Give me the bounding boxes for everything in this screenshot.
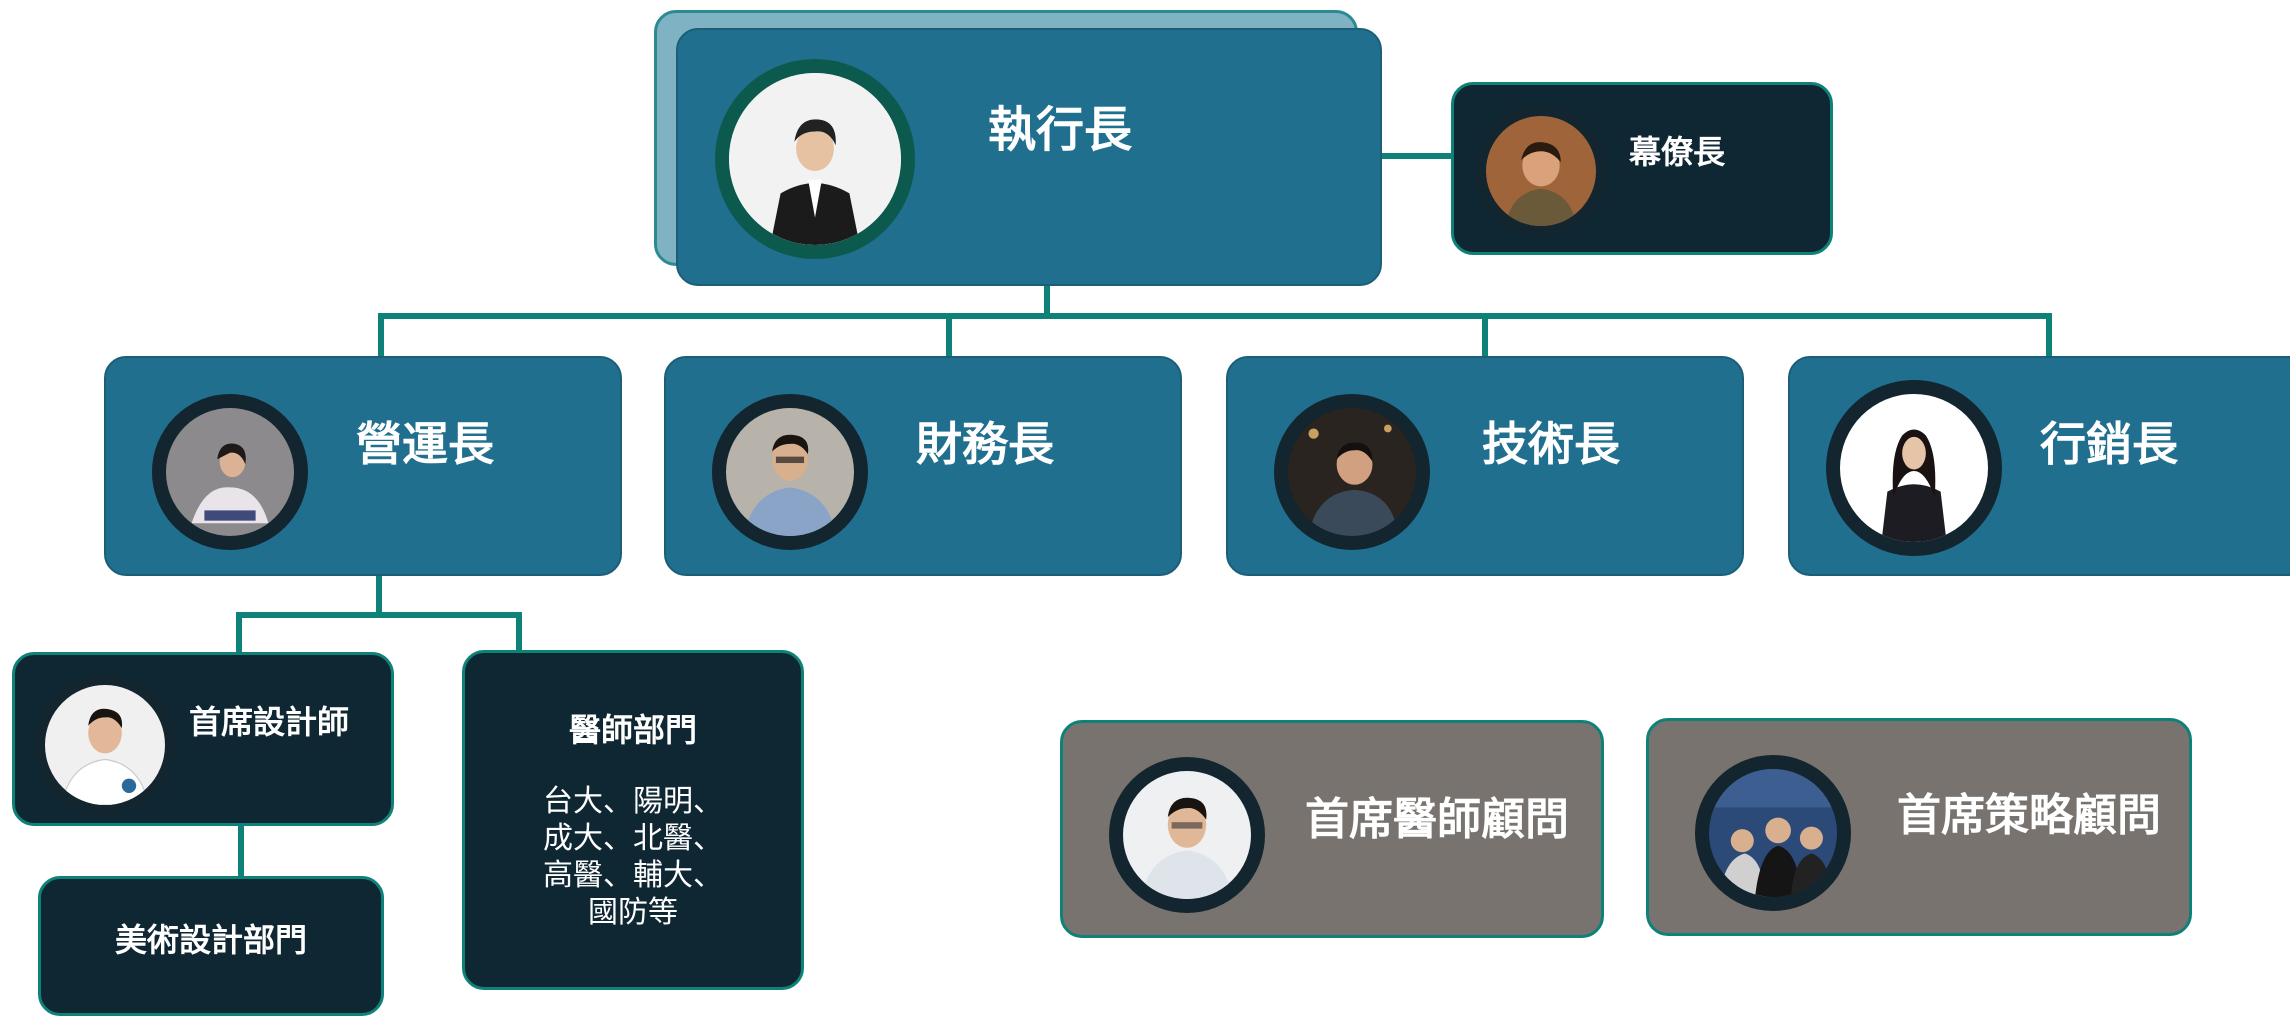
connector-coo bbox=[378, 313, 384, 359]
connector-cfo bbox=[946, 313, 952, 359]
doctor-department-line-3: 高醫、輔大、 bbox=[543, 858, 723, 893]
person-photo-icon bbox=[1123, 771, 1251, 899]
chief-designer-title: 首席設計師 bbox=[189, 703, 350, 741]
chief-of-staff-avatar bbox=[1476, 106, 1606, 236]
connector-cmo bbox=[2046, 313, 2052, 359]
connector-designer-art bbox=[238, 824, 244, 880]
connector-chiefs-horizontal bbox=[378, 313, 2052, 319]
person-photo-icon bbox=[726, 408, 854, 536]
strategy-advisor-title: 首席策略顧問 bbox=[1897, 790, 2161, 841]
cfo-title: 財務長 bbox=[916, 417, 1054, 471]
connector-ceo-staff bbox=[1380, 153, 1453, 159]
art-department-title: 美術設計部門 bbox=[114, 921, 307, 959]
cto-avatar bbox=[1274, 394, 1430, 550]
cmo-card[interactable]: 行銷長 bbox=[1788, 356, 2290, 576]
cfo-avatar bbox=[712, 394, 868, 550]
chief-designer-card[interactable]: 首席設計師 bbox=[12, 652, 394, 826]
person-photo-icon bbox=[45, 685, 165, 805]
connector-ceo-down bbox=[1044, 283, 1050, 316]
chief-of-staff-title: 幕僚長 bbox=[1629, 133, 1726, 171]
medical-advisor-avatar bbox=[1109, 757, 1265, 913]
cto-card[interactable]: 技術長 bbox=[1226, 356, 1744, 576]
strategy-advisor-card[interactable]: 首席策略顧問 bbox=[1646, 718, 2192, 936]
doctor-department-line-1: 台大、陽明、 bbox=[543, 784, 723, 819]
cmo-avatar bbox=[1826, 380, 2002, 556]
cmo-title: 行銷長 bbox=[2040, 417, 2178, 471]
connector-doctors bbox=[516, 612, 522, 654]
ceo-title: 執行長 bbox=[988, 102, 1133, 158]
person-photo-icon bbox=[729, 73, 901, 245]
ceo-avatar bbox=[715, 59, 915, 259]
person-photo-icon bbox=[1486, 116, 1596, 226]
doctor-department-title: 醫師部門 bbox=[568, 711, 697, 749]
coo-title: 營運長 bbox=[356, 417, 494, 471]
doctor-department-card[interactable]: 醫師部門 台大、陽明、 成大、北醫、 高醫、輔大、 國防等 bbox=[462, 650, 804, 990]
connector-cto bbox=[1482, 313, 1488, 359]
chief-designer-avatar bbox=[35, 675, 175, 815]
chief-of-staff-card[interactable]: 幕僚長 bbox=[1451, 82, 1833, 255]
person-photo-icon bbox=[1288, 408, 1416, 536]
person-photo-icon bbox=[1840, 394, 1988, 542]
person-photo-icon bbox=[166, 408, 294, 536]
person-photo-icon bbox=[1709, 769, 1837, 897]
cto-title: 技術長 bbox=[1482, 417, 1620, 471]
medical-advisor-card[interactable]: 首席醫師顧問 bbox=[1060, 720, 1604, 938]
art-department-card[interactable]: 美術設計部門 bbox=[38, 876, 384, 1016]
ceo-card[interactable]: 執行長 bbox=[676, 28, 1382, 286]
coo-card[interactable]: 營運長 bbox=[104, 356, 622, 576]
medical-advisor-title: 首席醫師顧問 bbox=[1305, 794, 1569, 845]
connector-coo-branch bbox=[236, 612, 522, 618]
connector-coo-down bbox=[376, 575, 382, 615]
doctor-department-line-2: 成大、北醫、 bbox=[543, 821, 723, 856]
strategy-advisor-avatar bbox=[1695, 755, 1851, 911]
doctor-department-line-4: 國防等 bbox=[588, 895, 678, 930]
cfo-card[interactable]: 財務長 bbox=[664, 356, 1182, 576]
connector-designer bbox=[236, 612, 242, 654]
coo-avatar bbox=[152, 394, 308, 550]
